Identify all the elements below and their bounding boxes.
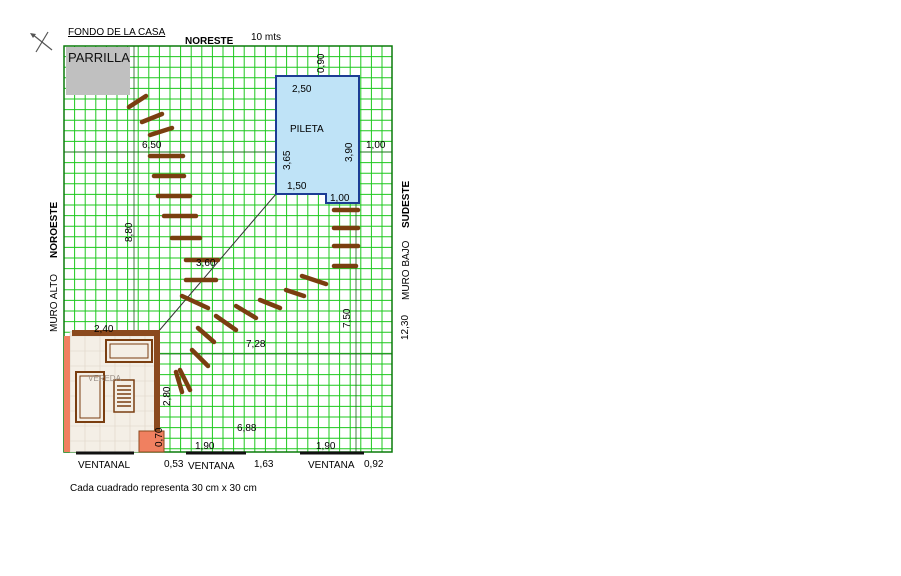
stepping-stone (173, 369, 185, 395)
measure-right-total: 12,30 (400, 315, 411, 340)
wall-left: MURO ALTO (49, 274, 60, 332)
pool (275, 75, 360, 204)
measure-pool-notch: 1,00 (330, 193, 350, 204)
corner-block (138, 430, 165, 453)
orientation-right: SUDESTE (401, 180, 412, 228)
stepping-stone (233, 303, 259, 321)
measure-patio-height: 2,80 (162, 386, 173, 406)
measure-right-lower: 7,50 (342, 308, 353, 328)
measure-diag-upper: 6,50 (142, 140, 162, 151)
measure-pool-right-height: 3,90 (344, 142, 355, 162)
page-title: FONDO DE LA CASA (68, 27, 166, 38)
measure-patio-width: 2,40 (94, 324, 114, 335)
stepping-stone (147, 125, 175, 138)
measure-pool-right-offset: 1,00 (366, 140, 386, 151)
orientation-left: NOROESTE (49, 202, 60, 258)
stepping-stone (283, 287, 307, 299)
measure-gap-2: 1,63 (254, 459, 274, 470)
stepping-stone (195, 325, 217, 345)
stepping-stone (179, 293, 211, 311)
measure-gap-3: 0,92 (364, 459, 384, 470)
stepping-stone (257, 297, 283, 311)
measure-pool-left-height: 3,65 (282, 150, 293, 170)
stepping-stone (126, 93, 149, 110)
pool-label: PILETA (290, 124, 324, 135)
wall-right: MURO BAJO (401, 240, 412, 300)
stepping-stone (189, 347, 211, 369)
window-label-2: VENTANA (188, 461, 235, 472)
measure-diag-center: 3,60 (196, 258, 216, 269)
accent-wall (64, 336, 70, 452)
stepping-stone (213, 313, 239, 333)
measure-pool-bottom-left: 1,50 (287, 181, 307, 192)
bench-top (105, 339, 153, 363)
window-label-1: VENTANAL (78, 460, 130, 471)
stepping-stone (177, 367, 193, 393)
patio-table (113, 379, 135, 413)
orientation-top: NORESTE (185, 36, 234, 47)
measure-pool-top-gap: 0,90 (316, 53, 327, 73)
compass-icon (30, 31, 53, 53)
measure-window-1: 1,90 (195, 441, 215, 452)
table-slats (117, 385, 131, 407)
grill-label: PARRILLA (68, 50, 130, 65)
measure-corner-block: 0,70 (154, 427, 165, 447)
window-label-3: VENTANA (308, 460, 355, 471)
sidewalk-label: VEREDA (88, 374, 122, 383)
patio-wall-right (154, 330, 160, 432)
measure-left-height: 8,80 (124, 222, 135, 242)
stepping-stones (126, 93, 361, 395)
measure-window-2: 1,90 (316, 441, 336, 452)
legend-note: Cada cuadrado representa 30 cm x 30 cm (70, 483, 257, 494)
stepping-stone (139, 111, 165, 125)
measure-pool-top: 2,50 (292, 84, 312, 95)
bench-top-inner (109, 343, 149, 359)
bench-left (75, 371, 105, 423)
diagonal-line (157, 193, 277, 333)
stepping-stone (299, 273, 329, 287)
scale-note: 10 mts (251, 32, 281, 43)
measure-bottom-width: 6,88 (237, 423, 257, 434)
measure-gap-1: 0,53 (164, 459, 184, 470)
bench-left-inner (79, 375, 101, 419)
measure-diag-lower: 7,28 (246, 339, 266, 350)
patio-wall-top (72, 330, 160, 336)
grill-area (66, 47, 130, 95)
